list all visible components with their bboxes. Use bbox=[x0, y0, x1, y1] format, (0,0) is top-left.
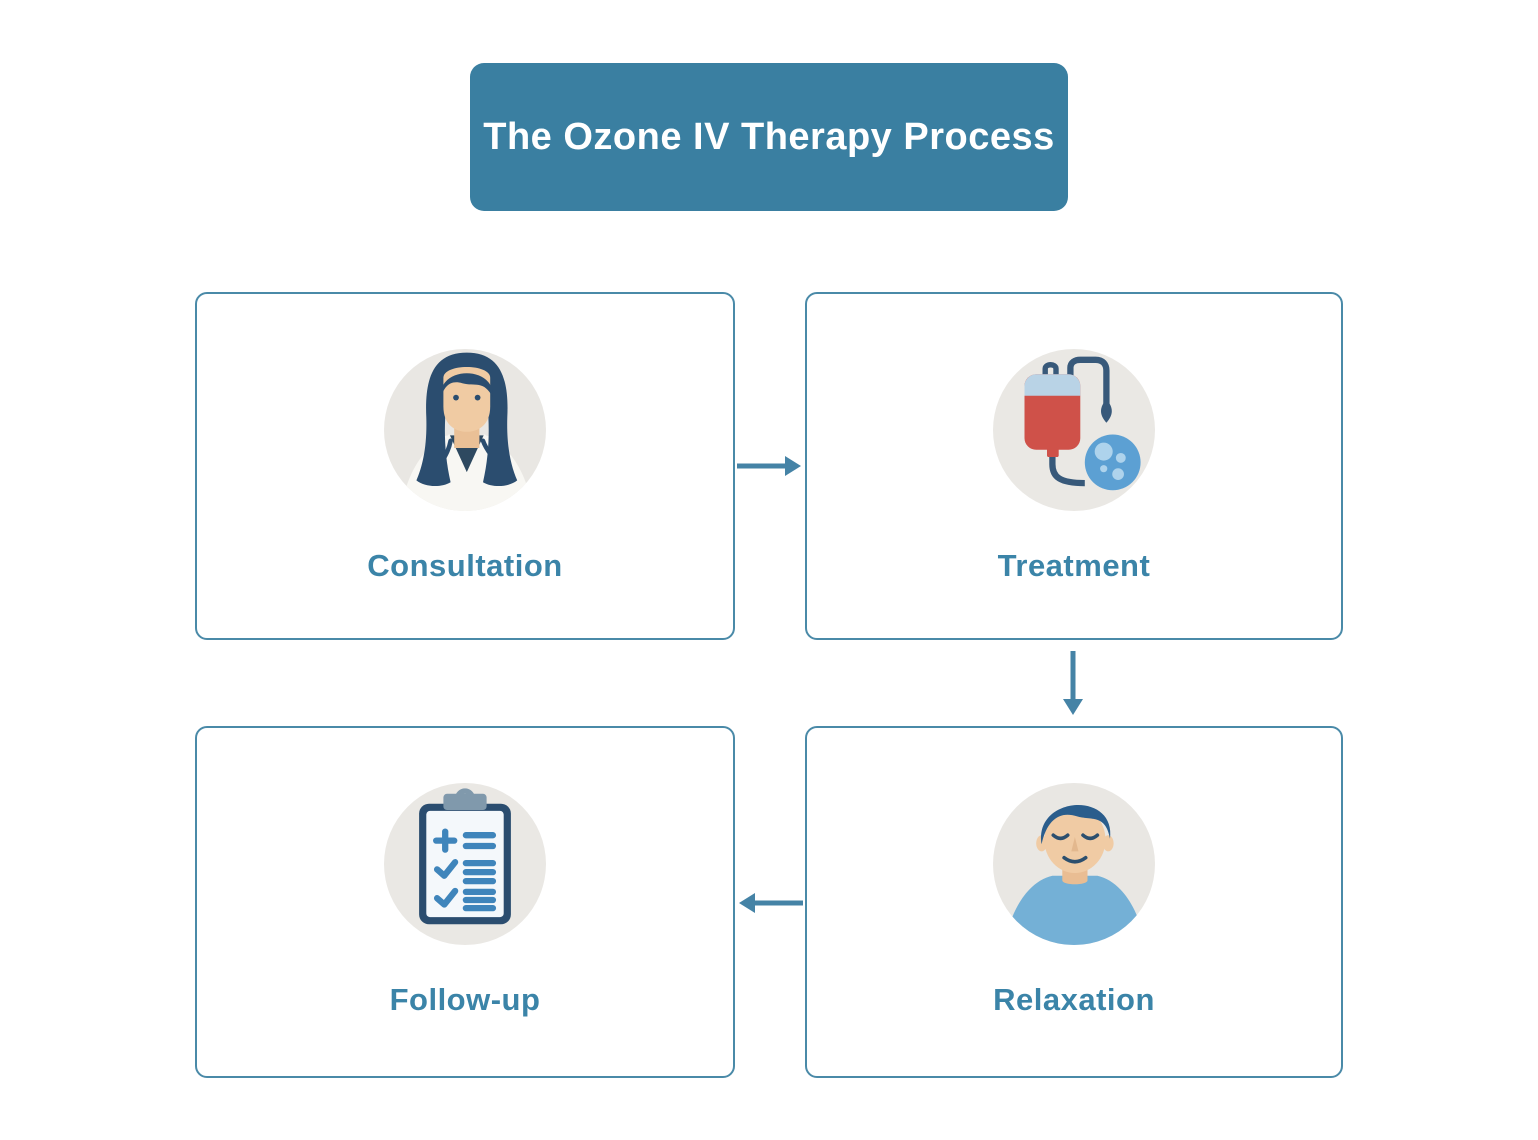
female-doctor-icon bbox=[384, 349, 546, 511]
title-banner: The Ozone IV Therapy Process bbox=[470, 63, 1068, 211]
follow-up-icon-wrap bbox=[375, 774, 555, 954]
treatment-icon-wrap bbox=[984, 340, 1164, 520]
arrow-down-treatment-to-relaxation-icon bbox=[1063, 651, 1083, 715]
page-title: The Ozone IV Therapy Process bbox=[483, 115, 1055, 158]
step-label-consultation: Consultation bbox=[367, 548, 563, 583]
clipboard-checklist-icon bbox=[384, 783, 546, 945]
step-card-treatment: Treatment bbox=[805, 292, 1343, 640]
consultation-icon-wrap bbox=[375, 340, 555, 520]
arrow-left-relaxation-to-follow-up-icon bbox=[739, 893, 803, 913]
step-card-consultation: Consultation bbox=[195, 292, 735, 640]
step-card-relaxation: Relaxation bbox=[805, 726, 1343, 1078]
step-label-follow-up: Follow-up bbox=[389, 982, 541, 1017]
relaxation-icon-wrap bbox=[984, 774, 1164, 954]
relaxed-person-icon bbox=[993, 783, 1155, 945]
arrow-right-consultation-to-treatment-icon bbox=[737, 456, 801, 476]
iv-bag-ozone-icon bbox=[993, 349, 1155, 511]
step-label-treatment: Treatment bbox=[997, 548, 1151, 583]
step-card-follow-up: Follow-up bbox=[195, 726, 735, 1078]
step-label-relaxation: Relaxation bbox=[993, 982, 1155, 1017]
